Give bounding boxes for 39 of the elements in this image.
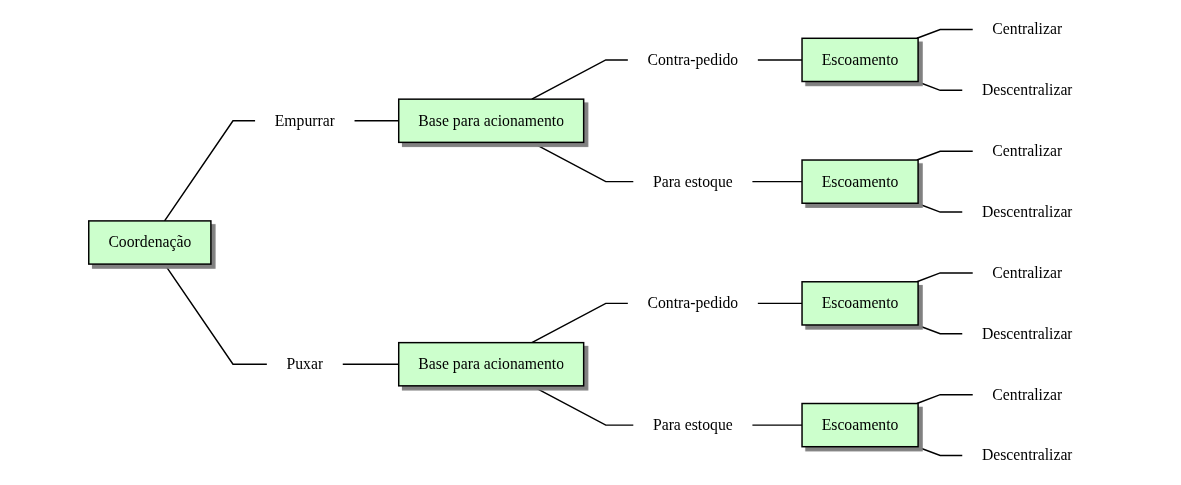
node-text: Centralizar [992,20,1063,38]
node-text: Contra-pedido [647,294,739,312]
node-text: Centralizar [992,385,1063,403]
node-text: Para estoque [652,172,733,190]
node-text: Descentralizar [981,324,1073,342]
node-text: Centralizar [992,264,1063,281]
connector [531,385,635,426]
connector [916,150,974,161]
connector [531,59,629,100]
connector [531,141,635,183]
node-text: Descentralizar [981,81,1073,99]
connector [916,272,974,283]
connector [163,120,256,222]
node-box: Coordenação [88,220,212,265]
connector [751,424,803,426]
node-text: Empurrar [274,111,335,129]
node-text: Descentralizar [981,203,1073,220]
node-box: Escoamento [801,281,919,326]
connector [916,80,963,92]
connector [531,302,629,344]
connector [916,445,963,457]
node-text: Contra-pedido [647,51,739,68]
connector [757,59,803,61]
node-text: Para estoque [652,416,733,433]
connector [757,302,803,305]
node-box: Base para acionamento [398,341,585,387]
connector [916,393,974,405]
node-text: Centralizar [992,142,1063,160]
connector [916,324,963,335]
connector [751,180,803,183]
connector [916,28,974,40]
connector [163,263,268,365]
connector [916,202,963,213]
node-box: Escoamento [801,159,919,204]
node-box: Escoamento [801,402,919,448]
node-box: Base para acionamento [398,98,585,144]
node-text: Puxar [286,355,324,373]
node-text: Descentralizar [981,446,1073,464]
node-box: Escoamento [801,37,919,83]
